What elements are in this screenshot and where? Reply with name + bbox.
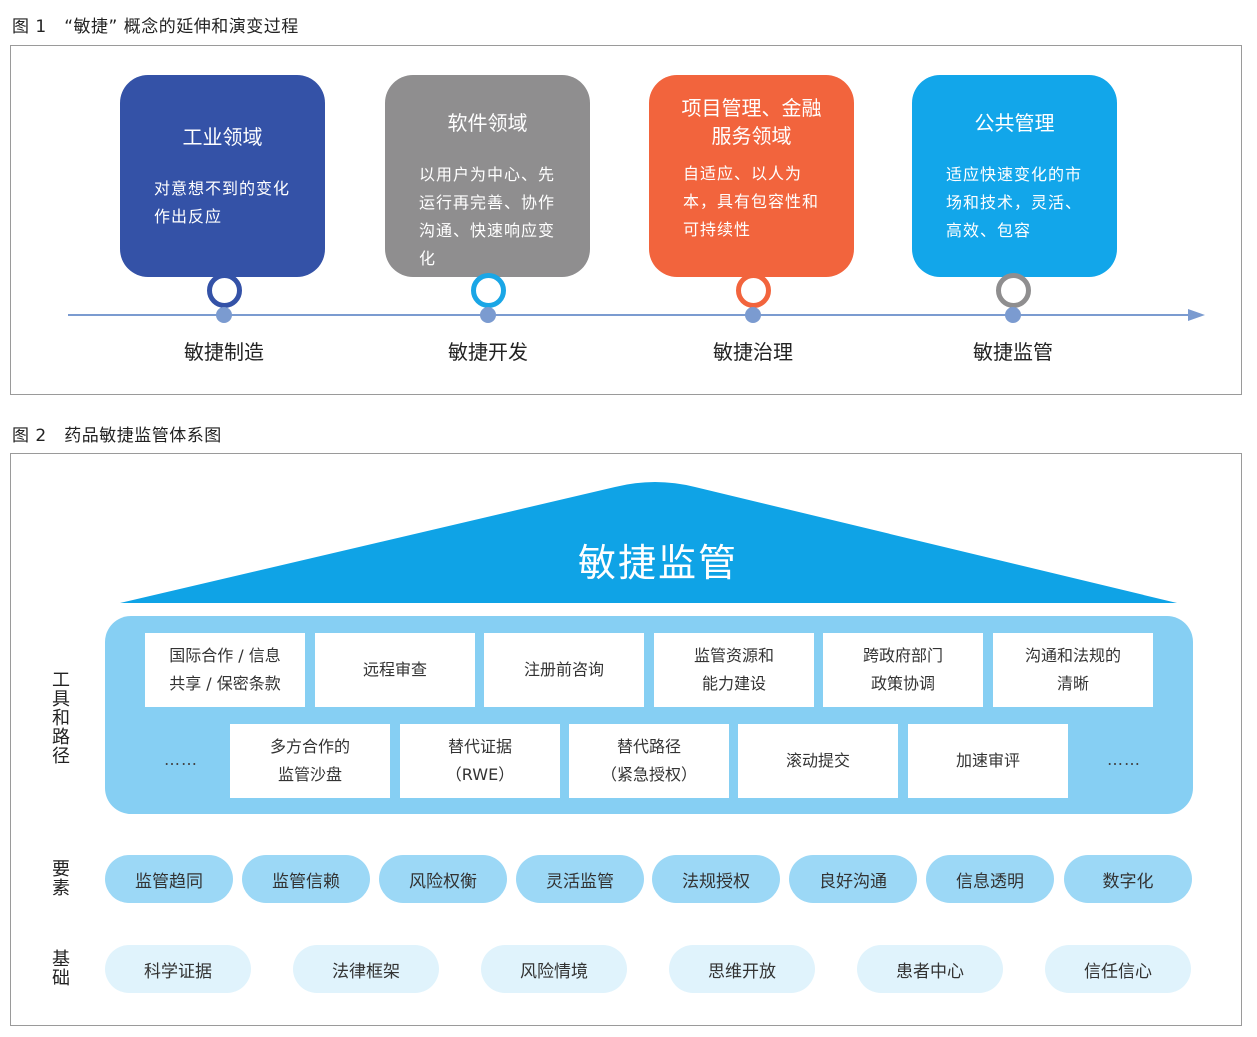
card-industry: 工业领域 对意想不到的变化作出反应: [120, 75, 325, 277]
card-description: 自适应、以人为本，具有包容性和可持续性: [683, 164, 820, 239]
ellipsis-left: ……: [164, 750, 198, 769]
tool-box: 替代证据 （RWE）: [400, 724, 560, 798]
element-pill: 风险权衡: [379, 855, 507, 903]
ring-marker-software: [471, 273, 506, 308]
tool-box: 注册前咨询: [484, 633, 644, 707]
foundation-pill: 科学证据: [105, 945, 251, 993]
timeline-dot: [216, 307, 232, 323]
card-title: 软件领域: [447, 111, 528, 135]
figure2-caption: 图 2 药品敏捷监管体系图: [12, 426, 222, 446]
card-description: 适应快速变化的市场和技术，灵活、高效、包容: [946, 165, 1083, 240]
foundation-row-label: 基础: [52, 949, 70, 989]
card-public-admin: 公共管理 适应快速变化的市场和技术，灵活、高效、包容: [912, 75, 1117, 277]
tools-row-label: 工具和路径: [52, 670, 70, 767]
element-pill: 监管信赖: [242, 855, 370, 903]
tool-box: 滚动提交: [738, 724, 898, 798]
tool-box: 远程审查: [315, 633, 475, 707]
tool-box: 沟通和法规的 清晰: [993, 633, 1153, 707]
tool-box: 国际合作 / 信息 共享 / 保密条款: [145, 633, 305, 707]
figure1-caption: 图 1 “敏捷” 概念的延伸和演变过程: [12, 17, 299, 37]
ellipsis-right: ……: [1107, 750, 1141, 769]
card-software: 软件领域 以用户为中心、先运行再完善、协作沟通、快速响应变化: [385, 75, 590, 277]
timeline-arrow-icon: [1188, 309, 1205, 321]
foundation-pill: 信任信心: [1045, 945, 1191, 993]
roof-title: 敏捷监管: [577, 541, 738, 585]
foundation-pill: 法律框架: [293, 945, 439, 993]
ring-marker-industry: [207, 273, 242, 308]
element-pill: 信息透明: [926, 855, 1054, 903]
element-pill: 灵活监管: [516, 855, 644, 903]
ring-marker-project-finance: [736, 273, 771, 308]
foundation-pill: 患者中心: [857, 945, 1003, 993]
foundation-pill: 思维开放: [669, 945, 815, 993]
element-pill: 数字化: [1064, 855, 1192, 903]
card-title: 公共管理: [974, 111, 1055, 135]
tool-box: 监管资源和 能力建设: [654, 633, 814, 707]
stage-agile-manufacturing: 敏捷制造: [184, 340, 264, 364]
elements-row-label: 要素: [52, 859, 70, 899]
stage-agile-development: 敏捷开发: [448, 340, 528, 364]
figure1-frame: [10, 45, 1242, 395]
card-description: 以用户为中心、先运行再完善、协作沟通、快速响应变化: [419, 165, 556, 268]
timeline-dot: [745, 307, 761, 323]
ring-marker-public-admin: [996, 273, 1031, 308]
tool-box: 加速审评: [908, 724, 1068, 798]
card-project-finance: 项目管理、金融 服务领域 自适应、以人为本，具有包容性和可持续性: [649, 75, 854, 277]
tool-box: 跨政府部门 政策协调: [823, 633, 983, 707]
element-pill: 良好沟通: [789, 855, 917, 903]
card-title: 项目管理、金融 服务领域: [681, 96, 822, 148]
stage-agile-governance: 敏捷治理: [713, 340, 793, 364]
foundation-pill: 风险情境: [481, 945, 627, 993]
card-title: 工业领域: [182, 125, 263, 149]
element-pill: 法规授权: [652, 855, 780, 903]
tool-box: 替代路径 （紧急授权）: [569, 724, 729, 798]
card-description: 对意想不到的变化作出反应: [154, 179, 291, 226]
element-pill: 监管趋同: [105, 855, 233, 903]
timeline-dot: [1005, 307, 1021, 323]
figure2-frame: [10, 453, 1242, 1026]
tool-box: 多方合作的 监管沙盘: [230, 724, 390, 798]
timeline-axis: [68, 314, 1192, 316]
stage-agile-regulation: 敏捷监管: [973, 340, 1053, 364]
timeline-dot: [480, 307, 496, 323]
